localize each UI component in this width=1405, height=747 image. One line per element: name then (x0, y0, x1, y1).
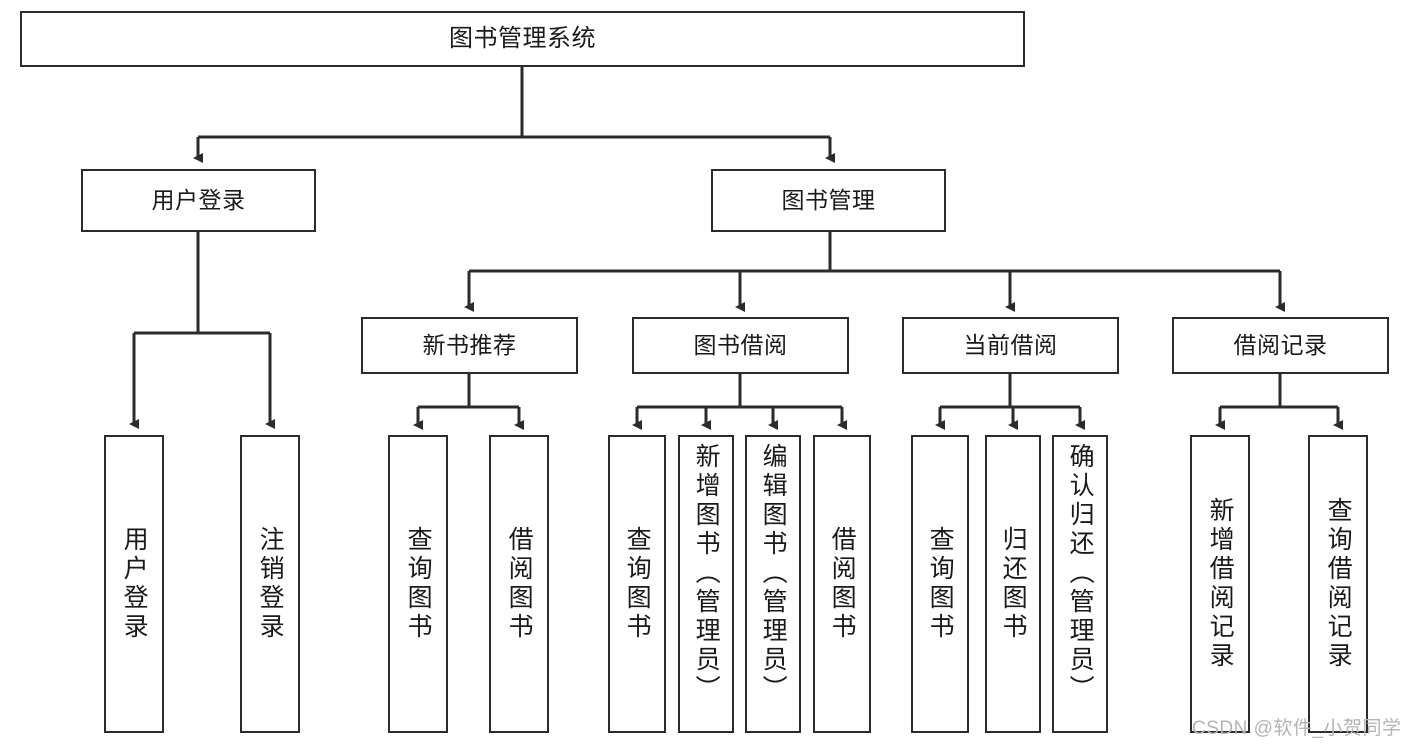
node-user-login[interactable]: 用户登录 (81, 169, 316, 232)
node-leaf-query-book-2[interactable]: 查询图书 (608, 435, 666, 733)
node-leaf-return-book-label: 归还图书 (999, 526, 1028, 642)
node-leaf-add-borrow-record[interactable]: 新增借阅记录 (1190, 435, 1250, 733)
node-leaf-query-borrow-record[interactable]: 查询借阅记录 (1308, 435, 1368, 733)
node-new-book-recommend[interactable]: 新书推荐 (361, 317, 578, 374)
node-leaf-borrow-book-2-label: 借阅图书 (828, 526, 857, 642)
node-borrow-record-label: 借阅记录 (1233, 331, 1328, 358)
node-leaf-add-borrow-record-label: 新增借阅记录 (1206, 497, 1235, 671)
node-leaf-edit-book-admin-label: 编辑图书（管理员） (759, 443, 788, 704)
node-leaf-query-book-1-label: 查询图书 (404, 526, 433, 642)
node-leaf-confirm-return-admin[interactable]: 确认归还（管理员） (1052, 435, 1108, 733)
node-current-borrow[interactable]: 当前借阅 (902, 317, 1119, 374)
node-leaf-user-login[interactable]: 用户登录 (104, 435, 164, 733)
node-book-manage[interactable]: 图书管理 (711, 169, 946, 232)
watermark: CSDN @软件_小贺同学 (1192, 718, 1402, 739)
node-leaf-query-book-1[interactable]: 查询图书 (388, 435, 448, 733)
node-root[interactable]: 图书管理系统 (20, 11, 1025, 67)
node-leaf-query-book-2-label: 查询图书 (623, 526, 652, 642)
node-leaf-borrow-book-2[interactable]: 借阅图书 (813, 435, 871, 733)
node-leaf-logout-label: 注销登录 (256, 526, 285, 642)
node-user-login-label: 用户登录 (151, 186, 246, 213)
node-leaf-return-book[interactable]: 归还图书 (985, 435, 1041, 733)
node-leaf-user-login-label: 用户登录 (120, 526, 149, 642)
node-leaf-add-book-admin-label: 新增图书（管理员） (692, 443, 721, 704)
node-leaf-query-borrow-record-label: 查询借阅记录 (1324, 497, 1353, 671)
node-leaf-edit-book-admin[interactable]: 编辑图书（管理员） (745, 435, 801, 733)
node-leaf-query-book-3-label: 查询图书 (926, 526, 955, 642)
node-new-book-recommend-label: 新书推荐 (422, 331, 517, 358)
node-book-borrow[interactable]: 图书借阅 (632, 317, 849, 374)
node-leaf-borrow-book-1-label: 借阅图书 (505, 526, 534, 642)
node-current-borrow-label: 当前借阅 (963, 331, 1058, 358)
node-leaf-query-book-3[interactable]: 查询图书 (911, 435, 969, 733)
node-book-borrow-label: 图书借阅 (693, 331, 788, 358)
node-leaf-confirm-return-admin-label: 确认归还（管理员） (1066, 443, 1095, 704)
node-book-manage-label: 图书管理 (781, 186, 876, 213)
node-leaf-add-book-admin[interactable]: 新增图书（管理员） (678, 435, 734, 733)
node-borrow-record[interactable]: 借阅记录 (1172, 317, 1389, 374)
node-leaf-logout[interactable]: 注销登录 (240, 435, 300, 733)
node-root-label: 图书管理系统 (449, 24, 596, 52)
node-leaf-borrow-book-1[interactable]: 借阅图书 (489, 435, 549, 733)
